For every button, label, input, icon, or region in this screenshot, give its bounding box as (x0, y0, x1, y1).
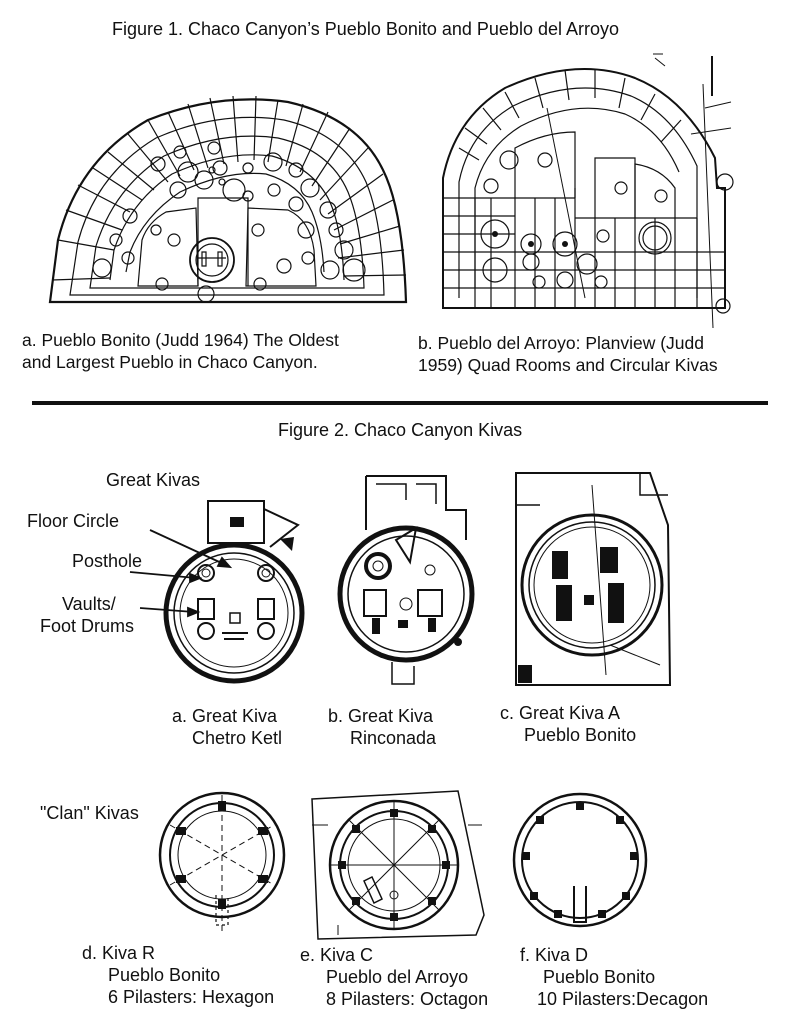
floor-circle-callout: Floor Circle (27, 511, 120, 531)
figure-divider (32, 401, 768, 405)
kiva-c-plan (308, 785, 490, 945)
kiva-d-plan (500, 790, 660, 940)
kiva-a-caption-line2: Chetro Ketl (192, 728, 283, 748)
kiva-d-caption-line2: Pueblo Bonito (108, 965, 221, 985)
kiva-d-caption-line3: 6 Pilasters: Hexagon (108, 987, 275, 1007)
pueblo-del-arroyo-plan (435, 48, 740, 330)
great-kiva-rinconada-plan (336, 470, 488, 695)
kiva-e-caption-line1: e. Kiva C (300, 945, 374, 965)
kiva-f-caption-line1: f. Kiva D (520, 945, 589, 965)
great-kiva-chetro-ketl-plan (160, 495, 310, 690)
kiva-b-caption-line2: Rinconada (350, 728, 437, 748)
pueblo-del-arroyo-caption-line1: b. Pueblo del Arroyo: Planview (Judd (418, 333, 704, 353)
kiva-f-caption-line3: 10 Pilasters:Decagon (537, 989, 709, 1009)
kiva-c-caption-line2: Pueblo Bonito (524, 725, 637, 745)
figure1-title: Figure 1. Chaco Canyon’s Pueblo Bonito a… (112, 19, 619, 39)
kiva-e-caption-line2: Pueblo del Arroyo (326, 967, 469, 987)
kiva-f-caption-line2: Pueblo Bonito (543, 967, 656, 987)
great-kiva-a-pueblo-bonito-plan (510, 465, 675, 697)
kiva-b-caption-line1: b. Great Kiva (328, 706, 434, 726)
kiva-d-caption-line1: d. Kiva R (82, 943, 156, 963)
vaults-callout-line2: Foot Drums (40, 616, 135, 636)
clan-kivas-label: "Clan" Kivas (40, 803, 139, 823)
great-kivas-label: Great Kivas (106, 470, 201, 490)
kiva-r-plan (150, 785, 300, 945)
figure2-title: Figure 2. Chaco Canyon Kivas (278, 420, 523, 440)
pueblo-bonito-plan (38, 90, 418, 310)
pueblo-del-arroyo-caption-line2: 1959) Quad Rooms and Circular Kivas (418, 355, 718, 375)
pueblo-bonito-caption-line1: a. Pueblo Bonito (Judd 1964) The Oldest (22, 330, 339, 350)
vaults-callout-line1: Vaults/ (62, 594, 116, 614)
pueblo-bonito-caption-line2: and Largest Pueblo in Chaco Canyon. (22, 352, 318, 372)
kiva-e-caption-line3: 8 Pilasters: Octagon (326, 989, 489, 1009)
kiva-a-caption-line1: a. Great Kiva (172, 706, 278, 726)
posthole-callout: Posthole (72, 551, 143, 571)
kiva-c-caption-line1: c. Great Kiva A (500, 703, 621, 723)
